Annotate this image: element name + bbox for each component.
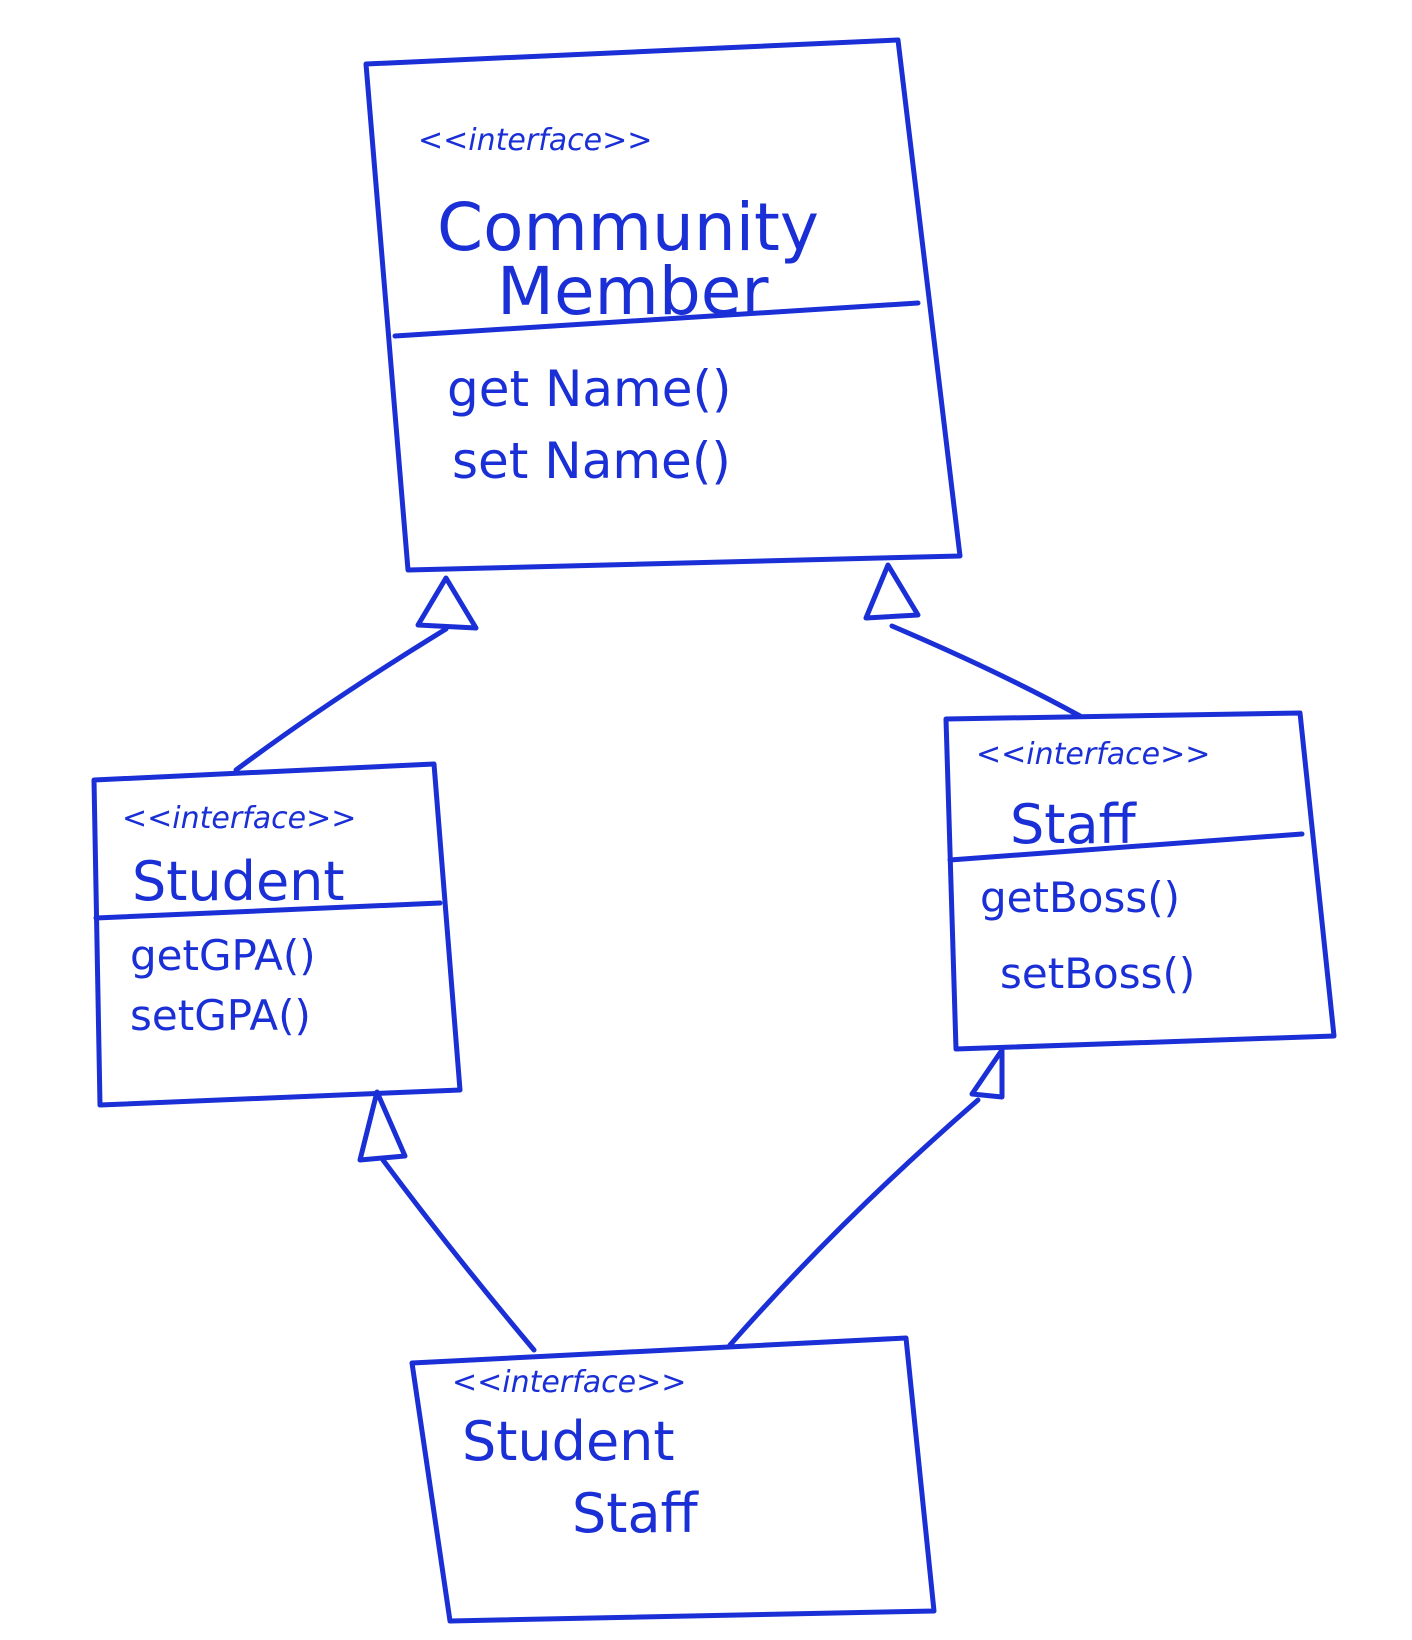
staff-name: Staff bbox=[1010, 793, 1138, 856]
staff-stereotype: <<interface>> bbox=[976, 737, 1210, 772]
community-member-name-line2: Member bbox=[497, 253, 769, 330]
student-staff-extends-staff bbox=[727, 1047, 1005, 1348]
student-staff-box-outline bbox=[409, 1335, 937, 1624]
staff-to-community-member-arrowhead bbox=[863, 562, 921, 621]
student-box-outline bbox=[91, 761, 463, 1108]
community-member-box-outline bbox=[363, 37, 963, 573]
student-staff-to-student-line bbox=[380, 1157, 537, 1353]
student-staff-extends-student bbox=[357, 1089, 537, 1353]
community-member-operation-2: set Name() bbox=[452, 432, 731, 490]
community-member-stereotype: <<interface>> bbox=[418, 123, 652, 158]
student-name: Student bbox=[132, 850, 345, 913]
student-interface: <<interface>> Student getGPA() setGPA() bbox=[91, 761, 463, 1108]
student-name-divider bbox=[93, 900, 443, 921]
staff-name-divider bbox=[947, 831, 1305, 863]
student-operation-1: getGPA() bbox=[130, 931, 316, 980]
community-member-name-divider bbox=[392, 300, 921, 339]
student-staff-name-line2: Staff bbox=[572, 1482, 700, 1545]
student-staff-to-student-arrowhead bbox=[357, 1089, 408, 1163]
student-extends-community-member bbox=[233, 575, 479, 773]
student-to-community-member-line bbox=[233, 626, 449, 773]
student-staff-to-staff-arrowhead bbox=[969, 1047, 1005, 1100]
student-staff-name-line1: Student bbox=[462, 1410, 675, 1473]
staff-interface: <<interface>> Staff getBoss() setBoss() bbox=[943, 710, 1337, 1052]
community-member-operation-1: get Name() bbox=[447, 360, 732, 418]
community-member-name-line1: Community bbox=[437, 189, 819, 266]
staff-box-outline bbox=[943, 710, 1337, 1052]
student-operation-2: setGPA() bbox=[130, 991, 311, 1040]
staff-extends-community-member bbox=[863, 562, 1083, 719]
student-stereotype: <<interface>> bbox=[122, 801, 356, 836]
student-staff-interface: <<interface>> Student Staff bbox=[409, 1335, 937, 1624]
staff-to-community-member-line bbox=[889, 623, 1083, 719]
student-staff-stereotype: <<interface>> bbox=[452, 1365, 686, 1400]
staff-operation-2: setBoss() bbox=[1000, 949, 1195, 998]
student-staff-to-staff-line bbox=[727, 1097, 981, 1348]
staff-operation-1: getBoss() bbox=[980, 873, 1180, 922]
community-member-interface: <<interface>> Community Member get Name(… bbox=[363, 37, 963, 573]
student-to-community-member-arrowhead bbox=[415, 575, 479, 631]
